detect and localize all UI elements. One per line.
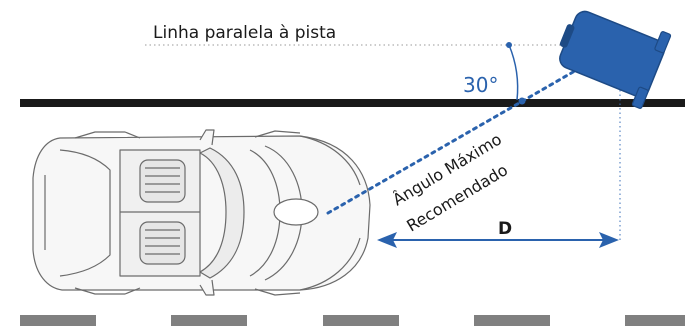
parallel-line-label: Linha paralela à pista [153,23,336,43]
lane-dash [20,315,96,326]
projector-icon [559,10,672,109]
angle-arc [508,44,519,101]
lane-dash [625,315,685,326]
car-top-view-icon [32,129,371,296]
lane-dashes [20,315,685,326]
lane-dash [474,315,550,326]
distance-arrow [377,232,619,248]
angle-label: 30° [463,73,498,97]
angle-vertex-dot [506,42,512,48]
road-edge-line [20,99,685,107]
road-intersection-dot [518,97,526,105]
lane-dash [171,315,247,326]
lane-dash [323,315,399,326]
distance-label: D [498,219,512,239]
max-angle-line [326,43,622,215]
